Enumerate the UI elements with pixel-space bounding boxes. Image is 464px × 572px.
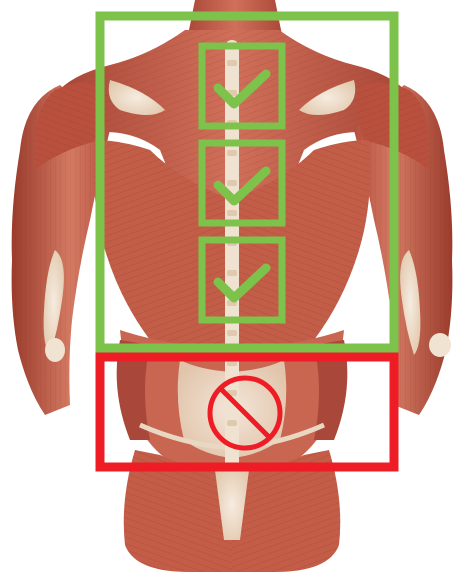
- muscle-illustration: [12, 0, 453, 572]
